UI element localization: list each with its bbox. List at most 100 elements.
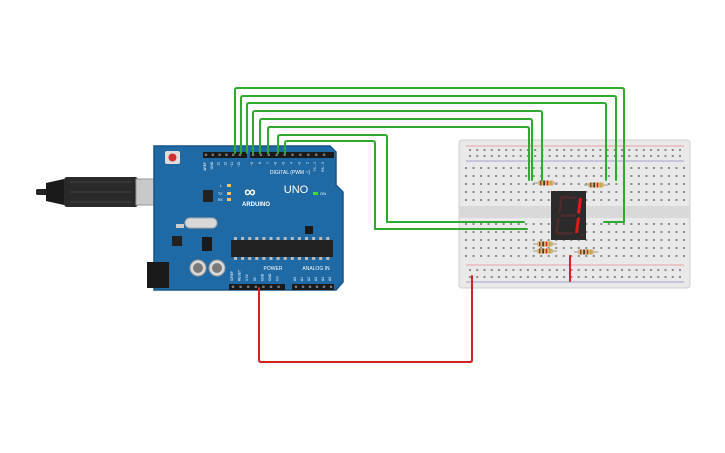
l-led [227, 184, 231, 187]
pin-label: 7 [266, 162, 270, 164]
pin-label: RESET [238, 270, 242, 281]
pin-label: ~3 [297, 162, 301, 166]
header-pin[interactable] [259, 153, 263, 156]
pin-label: A2 [307, 277, 311, 281]
header-pin[interactable] [283, 153, 286, 156]
pin-label: A1 [300, 277, 304, 281]
pin-label: A3 [314, 277, 318, 281]
header-pin[interactable] [204, 153, 208, 156]
wire-green-4[interactable] [252, 110, 543, 181]
resistor-4[interactable] [533, 248, 557, 254]
header-pin[interactable] [218, 153, 221, 156]
usb-cable[interactable] [36, 177, 169, 207]
icsp-header-2 [305, 226, 313, 234]
header-pin[interactable] [231, 285, 235, 288]
power-label: POWER [264, 266, 283, 272]
header-pin[interactable] [291, 153, 294, 156]
analog-header [292, 284, 334, 290]
header-pin[interactable] [299, 153, 302, 156]
wire-red-gnd[interactable] [258, 275, 473, 363]
resistor-2[interactable] [584, 182, 608, 188]
header-pin[interactable] [247, 285, 250, 288]
header-pin[interactable] [239, 285, 242, 288]
wire-green-5[interactable] [259, 118, 533, 181]
header-pin[interactable] [251, 153, 255, 156]
header-pin[interactable] [315, 285, 319, 288]
wire-green-2[interactable] [240, 95, 617, 181]
seven-segment-display[interactable] [551, 191, 586, 240]
pin-label: 4 [290, 162, 294, 164]
header-pin[interactable] [267, 153, 270, 156]
header-pin[interactable] [211, 153, 214, 156]
header-pin[interactable] [262, 285, 265, 288]
pin-label: 3.3V [245, 273, 249, 281]
header-pin[interactable] [294, 285, 298, 288]
header-pin[interactable] [329, 285, 333, 288]
segment-a [559, 196, 578, 199]
header-pin[interactable] [322, 153, 326, 156]
usb-plug-tip [36, 189, 48, 195]
header-pin[interactable] [308, 285, 312, 288]
header-pin[interactable] [238, 153, 242, 156]
wire-green-3[interactable] [246, 102, 607, 181]
header-pin[interactable] [225, 153, 228, 156]
pin-label: ~5 [282, 162, 286, 166]
header-pin[interactable] [307, 153, 310, 156]
pin-label: GND [260, 273, 264, 281]
decimal-point [580, 233, 584, 237]
wire-green-6[interactable] [267, 126, 530, 181]
power-jack[interactable] [147, 262, 169, 288]
pin-label: 12 [223, 162, 227, 166]
header-pin[interactable] [322, 285, 326, 288]
smd-component [176, 224, 184, 228]
analog-label: ANALOG IN [302, 266, 330, 272]
resistors[interactable] [533, 180, 608, 255]
pin-label: 13 [217, 162, 221, 166]
header-pin[interactable] [269, 285, 273, 288]
atmega-chip [231, 240, 333, 257]
reset-button-cap[interactable] [168, 153, 177, 162]
header-pin[interactable] [275, 153, 278, 156]
display-segments [555, 196, 582, 235]
pin-label: RX←0 [321, 162, 325, 172]
pin-label: ~9 [250, 162, 254, 166]
on-label: ON [320, 191, 326, 196]
usb-cable-strain [46, 179, 64, 205]
header-pin[interactable] [254, 285, 257, 288]
pin-label: Vin [276, 276, 280, 281]
wires[interactable] [234, 87, 625, 363]
pin-label: TX→1 [313, 162, 317, 172]
pin-label: 2 [305, 162, 309, 164]
segment-f [558, 198, 563, 214]
tx-led [227, 192, 231, 195]
arduino-brand: ARDUINO [242, 202, 270, 208]
wire-green-1[interactable] [234, 87, 625, 223]
segment-b [577, 198, 582, 214]
arduino-logo-icon: ∞ [244, 184, 255, 201]
pin-label: ~6 [274, 162, 278, 166]
atmega-chip-pins [234, 237, 330, 260]
digital-label: DIGITAL (PWM ~) [270, 170, 310, 176]
arduino-model: UNO [284, 184, 309, 196]
pin-label: 5V [253, 276, 257, 281]
tx-label: TX [218, 192, 223, 196]
header-pin[interactable] [277, 285, 280, 288]
resistor-1[interactable] [534, 180, 558, 186]
icsp-header [202, 237, 212, 251]
header-pin[interactable] [301, 285, 305, 288]
header-pin[interactable] [315, 153, 318, 156]
resistor-5[interactable] [574, 249, 598, 255]
l-label: L [220, 184, 222, 188]
pin-label: A4 [321, 277, 325, 281]
resistor-3[interactable] [533, 241, 557, 247]
header-pin[interactable] [232, 153, 235, 156]
pin-label: GND [210, 161, 214, 169]
on-led [313, 192, 318, 195]
wire-green-8[interactable] [284, 140, 528, 230]
wire-green-7[interactable] [277, 134, 525, 223]
segment-e [555, 217, 560, 233]
